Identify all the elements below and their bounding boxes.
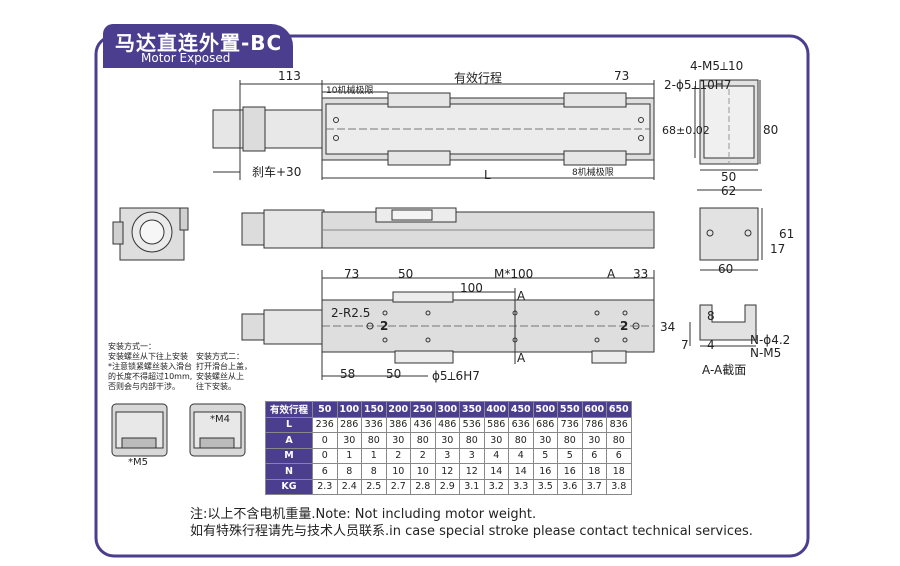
- hole-phi5-6h7: ϕ5⟂6H7: [432, 369, 480, 383]
- end-view-mid-drawing: [699, 207, 763, 271]
- dim-62: 62: [721, 184, 737, 198]
- mark-2-right: 2: [620, 319, 629, 333]
- section-aa-drawing: [689, 304, 757, 347]
- mark-2-left: 2: [380, 319, 389, 333]
- dim-73-bottom: 73: [344, 267, 360, 281]
- dim-4: 4: [707, 338, 715, 352]
- dim-A: A: [607, 267, 616, 281]
- dim-113: 113: [278, 69, 301, 83]
- dim-7: 7: [681, 338, 689, 352]
- dim-68: 68±0.02: [662, 124, 710, 137]
- dim-m100: M*100: [494, 267, 534, 281]
- hole-n-m5: N-M5: [750, 346, 782, 360]
- dim-58: 58: [340, 367, 356, 381]
- install-method-1-note: 安装方式一： 安装螺丝从下往上安装 *注意锁紧螺丝装入滑台 的长度不得超过10m…: [108, 342, 193, 391]
- dim-effective-stroke: 有效行程: [454, 71, 503, 85]
- footer-note-contact: 如有特殊行程请先与技术人员联系.in case special stroke p…: [190, 524, 753, 539]
- hole-4-m5: 4-M5⟂10: [690, 59, 744, 73]
- right-limit-label: 8机械极限: [572, 168, 614, 178]
- dim-17: 17: [770, 242, 786, 256]
- section-header: 马达直连外置-BC Motor Exposed: [103, 24, 293, 68]
- left-limit-label: 10机械极限: [326, 86, 374, 96]
- motor-end-view-drawing: [112, 207, 189, 261]
- top-view-drawing: [212, 80, 655, 180]
- dim-50-top: 50: [398, 267, 414, 281]
- brake-label: 刹车+30: [252, 165, 302, 179]
- dim-34: 34: [660, 320, 676, 334]
- dim-8: 8: [707, 309, 715, 323]
- hole-2-phi5: 2-ϕ5⟂10H7: [664, 78, 732, 92]
- radius-2-r25: 2-R2.5: [331, 306, 371, 320]
- dim-60: 60: [718, 262, 734, 276]
- section-title: 马达直连外置-BC: [115, 31, 283, 55]
- install-diagrams: [111, 403, 246, 457]
- dim-61: 61: [779, 227, 795, 241]
- side-view-drawing: [241, 207, 655, 249]
- end-view-top-drawing: [694, 79, 762, 191]
- dim-50: 50: [721, 170, 737, 184]
- bottom-view-drawing: [241, 270, 655, 380]
- footer-note-weight: 注:以上不含电机重量.Note: Not including motor wei…: [190, 507, 537, 522]
- install-m5-label: *M5: [128, 457, 148, 468]
- install-method-2-note: 安装方式二： 打开滑台上盖， 安装螺丝从上 往下安装。: [196, 352, 252, 391]
- dim-73: 73: [614, 69, 630, 83]
- section-aa-label: A-A截面: [702, 363, 747, 377]
- section-arrow-a-bottom: A: [517, 351, 526, 365]
- dim-33: 33: [633, 267, 649, 281]
- dim-50-bottom: 50: [386, 367, 402, 381]
- section-arrow-a-top: A: [517, 289, 526, 303]
- dim-80: 80: [763, 123, 779, 137]
- dim-100: 100: [460, 281, 483, 295]
- hole-n-phi42: N-ϕ4.2: [750, 333, 791, 347]
- install-m4-label: *M4: [210, 414, 230, 425]
- section-subtitle: Motor Exposed: [141, 51, 231, 65]
- dim-L: L: [484, 168, 491, 182]
- stroke-header: 有效行程: [265, 401, 313, 418]
